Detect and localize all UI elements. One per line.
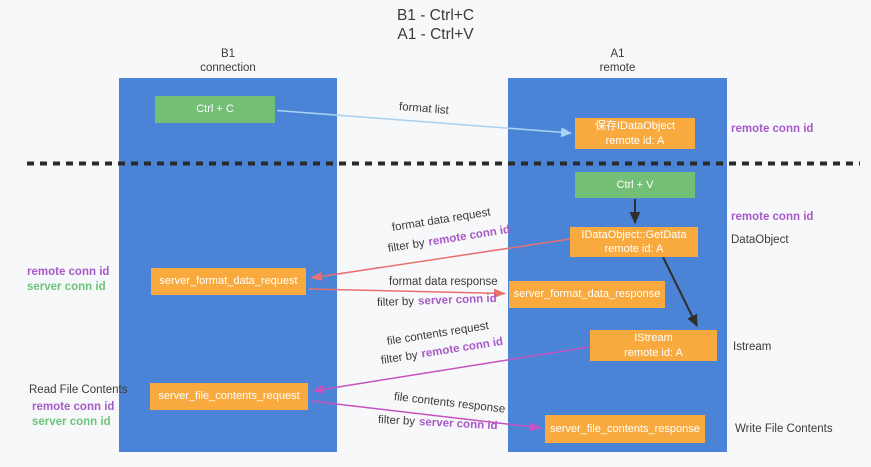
filter-by-text: filter by <box>380 349 419 367</box>
filter-by-text: filter by <box>376 295 415 309</box>
left-server-conn-id-label-2: server conn id <box>32 416 111 428</box>
lifeline-header-a1: A1 remote <box>508 47 727 75</box>
istream-side-label: Istream <box>733 341 772 353</box>
istream-box: IStream remote id: A <box>590 330 717 361</box>
getdata-line2: remote id: A <box>604 243 664 255</box>
right-remote-conn-id-label-2: remote conn id <box>731 211 814 223</box>
filter-by-text: filter by <box>387 237 426 255</box>
server-format-data-response-label: server_format_data_response <box>513 288 661 301</box>
save-dataobject-line2: remote id: A <box>605 134 665 147</box>
write-file-contents-label: Write File Contents <box>735 423 833 435</box>
save-dataobject-box: 保存IDataObject remote id: A <box>575 118 695 149</box>
server-conn-id-text: server conn id <box>417 292 497 308</box>
server-format-data-response-box: server_format_data_response <box>509 281 665 308</box>
ctrl-c-label: Ctrl + C <box>196 103 234 116</box>
lifeline-a1-name: A1 <box>610 48 625 60</box>
lifeline-b1-name: B1 <box>220 48 236 60</box>
server-file-contents-response-label: server_file_contents_response <box>550 422 700 435</box>
format-data-response-label: format data response <box>389 276 498 288</box>
diagram-title: B1 - Ctrl+C A1 - Ctrl+V <box>0 6 871 44</box>
istream-line1: IStream <box>634 332 673 345</box>
server-format-data-request-box: server_format_data_request <box>151 268 306 295</box>
left-remote-conn-id-label-2: remote conn id <box>32 401 115 413</box>
format-list-label: format list <box>398 101 450 117</box>
filter-by-text: filter by <box>377 414 416 428</box>
file-contents-response-label: file contents response <box>393 391 506 416</box>
remote-conn-id-text: remote conn id <box>427 223 511 249</box>
getdata-line1: IDataObject::GetData <box>581 228 687 241</box>
server-file-contents-request-box: server_file_contents_request <box>150 383 308 410</box>
istream-line2: remote id: A <box>624 346 683 359</box>
right-remote-conn-id-label-1: remote conn id <box>731 123 814 135</box>
left-server-conn-id-label-1: server conn id <box>27 281 106 293</box>
lifeline-b1-role: connection <box>200 62 256 74</box>
left-remote-conn-id-label-1: remote conn id <box>27 266 110 278</box>
lifeline-a1-role: remote <box>599 62 636 74</box>
lifeline-header-b1: B1 connection <box>119 47 337 75</box>
dataobject-label: DataObject <box>731 234 789 246</box>
ctrl-v-label: Ctrl + V <box>616 178 654 191</box>
read-file-contents-label: Read File Contents <box>29 384 128 396</box>
title-line-a1: A1 - Ctrl+V <box>397 26 474 43</box>
server-conn-id-text: server conn id <box>418 416 498 433</box>
getdata-box: IDataObject::GetData remote id: A <box>570 227 698 257</box>
ctrl-v-box: Ctrl + V <box>575 172 695 198</box>
ctrl-c-box: Ctrl + C <box>155 96 275 123</box>
server-format-data-request-label: server_format_data_request <box>159 275 298 288</box>
server-file-contents-request-label: server_file_contents_request <box>158 390 300 403</box>
server-file-contents-response-box: server_file_contents_response <box>545 415 705 443</box>
save-dataobject-line1: 保存IDataObject <box>594 120 676 133</box>
title-line-b1: B1 - Ctrl+C <box>396 7 475 24</box>
